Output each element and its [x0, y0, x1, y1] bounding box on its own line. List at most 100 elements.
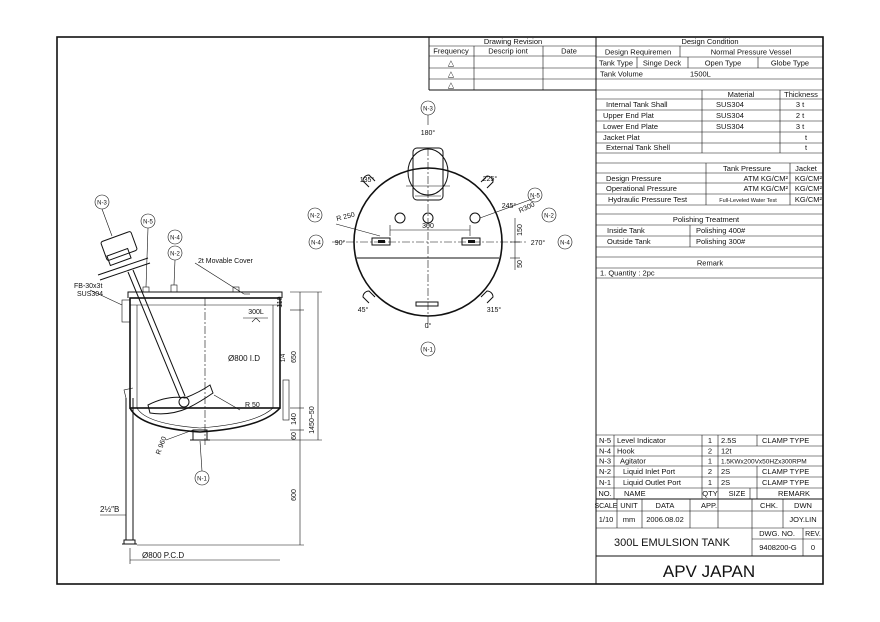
bubble-plan-n1-label: N-1	[423, 348, 433, 354]
material-thickness-4: t	[805, 133, 808, 142]
title-header-unit: UNIT	[620, 501, 638, 510]
remark-text: 1. Quantity : 2pc	[600, 269, 655, 278]
part-name-4: Liquid Inlet Port	[623, 467, 676, 476]
part-qty-3: 1	[708, 457, 712, 466]
lug-315	[480, 290, 494, 304]
part-qty-1: 1	[708, 436, 712, 445]
title-header-date: DATA	[656, 501, 675, 510]
polishing-outside-value: Polishing 300#	[696, 237, 746, 246]
elevation-view: N-3 N-5 N-4 N-2 N-1 FB-30x3t SUS304 2t M…	[74, 194, 322, 564]
dwg-no-label: DWG. NO.	[759, 529, 795, 538]
bubble-elev-n4	[167, 229, 183, 245]
polishing-table: Polishing Treatment Inside Tank Polishin…	[596, 213, 823, 248]
bubble-plan-n1	[420, 341, 436, 357]
part-qty-5: 1	[708, 478, 712, 487]
thickness-header: Thickness	[784, 90, 818, 99]
part-size-2: 12t	[721, 447, 732, 456]
bubble-plan-n3-label: N-3	[423, 107, 433, 113]
plan-slot-right	[461, 237, 481, 246]
bubble-elev-n1-label: N-1	[197, 477, 207, 483]
title-header-chk: CHK.	[760, 501, 778, 510]
dim-140: 140	[291, 413, 298, 425]
bubble-plan-n2-left-label: N-2	[310, 214, 320, 220]
polishing-title: Polishing Treatment	[673, 215, 740, 224]
polishing-outside-label: Outside Tank	[607, 237, 651, 246]
bubble-plan-n5	[527, 187, 543, 203]
remark-table: Remark 1. Quantity : 2pc	[596, 256, 823, 279]
plan-tank-circle	[353, 167, 503, 317]
bubble-elev-n5-label: N-5	[143, 220, 153, 226]
hydraulic-test-tank: Full-Leveled Water Test	[719, 198, 777, 204]
tank-type-label: Tank Type	[599, 59, 633, 68]
design-requirement-value: Normal Pressure Vessel	[711, 48, 792, 57]
dim-600: 600	[291, 489, 298, 501]
material-part-1: Internal Tank Shall	[606, 100, 668, 109]
polishing-inside-value: Polishing 400#	[696, 226, 746, 235]
fb-label: FB-30x3t	[74, 283, 102, 290]
rev-label: REV.	[805, 531, 821, 538]
revision-mark-1: △	[448, 59, 455, 68]
material-header: Material	[728, 90, 755, 99]
design-requirement-label: Design Requiremen	[605, 48, 671, 57]
part-name-3: Agitator	[620, 457, 646, 466]
bubble-elev-n2-label: N-2	[170, 252, 180, 258]
right-leg	[282, 379, 290, 421]
operational-pressure-tank: ATM KG/CM²	[744, 184, 789, 193]
part-name-1: Level Indicator	[617, 436, 666, 445]
hydraulic-test-jacket: KG/CM²	[795, 195, 823, 204]
diameter-id: Ø800 I.D	[228, 354, 260, 363]
material-value-2: SUS304	[716, 111, 744, 120]
tank-volume-label: Tank Volume	[600, 70, 643, 79]
level-mark: 300L	[248, 309, 264, 316]
fb-material: SUS304	[77, 291, 103, 298]
part-no-3: N-3	[599, 457, 611, 466]
material-value-3: SUS304	[716, 122, 744, 131]
dim-slope: 1/4	[281, 353, 287, 362]
part-size-4: 2S	[721, 467, 730, 476]
title-header-dwn: DWN	[794, 501, 812, 510]
parts-header-qty: QTY	[702, 489, 717, 498]
angle-270: 270°	[531, 239, 546, 247]
remark-title: Remark	[697, 259, 724, 268]
plan-nozzle-right	[469, 212, 481, 224]
jacket-pressure-header: Jacket	[795, 164, 818, 173]
part-qty-4: 2	[708, 467, 712, 476]
bubble-plan-n2-right	[541, 207, 557, 223]
material-part-5: External Tank Shell	[606, 143, 670, 152]
part-remark-5: CLAMP TYPE	[762, 478, 809, 487]
plan-nozzle-left	[394, 212, 406, 224]
tank-deck: Singe Deck	[643, 59, 682, 68]
design-pressure-jacket: KG/CM²	[795, 174, 823, 183]
pcd-label: Ø800 P.C.D	[142, 551, 184, 560]
material-table: Material Thickness Internal Tank Shall S…	[596, 89, 823, 154]
revision-mark-3: △	[448, 81, 455, 90]
title-header-app: APP.	[701, 501, 717, 510]
drawing-border	[56, 36, 824, 585]
title-header-scale: SCALE	[595, 503, 618, 510]
part-no-4: N-2	[599, 467, 611, 476]
plan-nozzle-center	[422, 212, 434, 224]
plan-slot-left	[371, 237, 391, 246]
material-part-4: Jacket Plat	[603, 133, 641, 142]
bubble-plan-n4-right-label: N-4	[560, 241, 570, 247]
material-value-1: SUS304	[716, 100, 744, 109]
plan-dim-150: 150	[517, 224, 524, 236]
radius-50: R 50	[245, 402, 260, 409]
material-part-3: Lower End Plate	[603, 122, 658, 131]
parts-header-no: NO.	[598, 489, 611, 498]
title-unit: mm	[623, 515, 636, 524]
tank-volume-value: 1500L	[690, 70, 711, 79]
operational-pressure-label: Operational Pressure	[606, 184, 677, 193]
dim-1450: 1450~50	[309, 406, 316, 434]
design-condition-title: Design Condition	[681, 37, 738, 46]
bubble-plan-n2-right-label: N-2	[544, 214, 554, 220]
title-block: SCALE UNIT DATA APP. CHK. DWN 1/10 mm 20…	[595, 499, 823, 581]
design-pressure-label: Design Pressure	[606, 174, 661, 183]
company-name: APV JAPAN	[663, 562, 755, 581]
dim-60: 60	[291, 432, 298, 440]
material-thickness-3: 3 t	[796, 122, 805, 131]
agitator-motor	[100, 231, 138, 261]
part-size-5: 2S	[721, 478, 730, 487]
revision-header-date: Date	[561, 47, 577, 56]
